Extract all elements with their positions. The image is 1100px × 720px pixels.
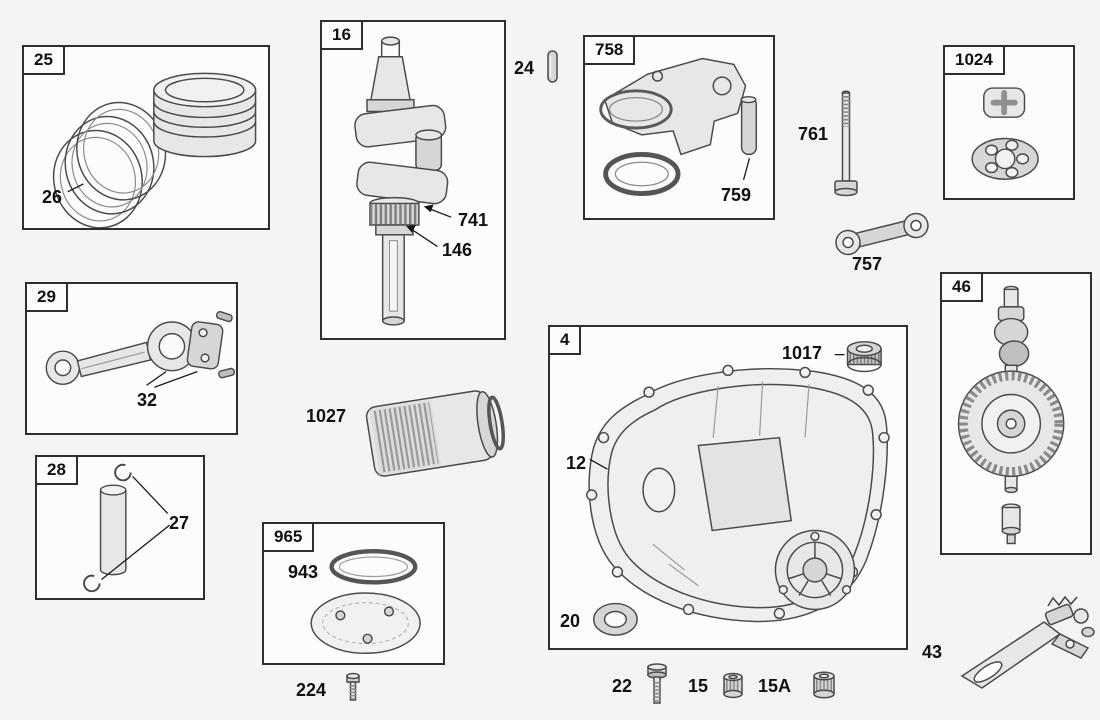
bracket-pin-label: 759 bbox=[721, 185, 752, 205]
panel-oil-sump: 4 bbox=[548, 325, 908, 650]
piston-rings-label: 26 bbox=[42, 187, 63, 207]
rod-cap-label: 32 bbox=[137, 390, 158, 410]
sump-nut-label: 1017 bbox=[782, 343, 823, 363]
panel-bracket: 758 759 bbox=[583, 35, 775, 220]
crankshaft-key-label: 146 bbox=[442, 240, 473, 260]
panel-crankshaft: 16 741 146 bbox=[320, 20, 506, 340]
oil-filter-label: 1027 bbox=[306, 406, 347, 426]
governor-link-label: 757 bbox=[852, 254, 883, 274]
dowel-pin-drawing bbox=[547, 50, 558, 83]
dowel-pin-label: 24 bbox=[514, 58, 535, 78]
oil-plug-drawing bbox=[723, 672, 743, 699]
oil-filter-drawing bbox=[365, 390, 505, 477]
panel-connecting-rod: 29 32 bbox=[25, 282, 238, 435]
panel-oil-pump: 1024 bbox=[943, 45, 1075, 200]
panel-piston-pin: 28 27 bbox=[35, 455, 205, 600]
panel-piston-pin-number: 28 bbox=[37, 457, 78, 485]
camshaft-drawing bbox=[957, 285, 1065, 545]
sump-seal-label: 20 bbox=[560, 611, 581, 631]
panel-oil-pump-number: 1024 bbox=[945, 47, 1005, 75]
connecting-rod-drawing bbox=[45, 310, 236, 388]
panel-camshaft-number: 46 bbox=[942, 274, 983, 302]
governor-assembly-drawing bbox=[960, 595, 1095, 689]
panel-camshaft: 46 bbox=[940, 272, 1092, 555]
panel-connecting-rod-number: 29 bbox=[27, 284, 68, 312]
piston-pin-drawing bbox=[83, 463, 170, 593]
screw-label: 224 bbox=[296, 680, 327, 700]
bracket-drawing bbox=[599, 57, 758, 196]
panel-piston-number: 25 bbox=[24, 47, 65, 75]
governor-assembly-label: 43 bbox=[922, 642, 943, 662]
panel-bracket-number: 758 bbox=[585, 37, 636, 65]
breather-drawing bbox=[310, 549, 421, 655]
drain-bolt-label: 22 bbox=[612, 676, 633, 696]
panel-breather-number: 965 bbox=[264, 524, 315, 552]
panel-crankshaft-number: 16 bbox=[322, 22, 363, 50]
panel-breather: 965 943 bbox=[262, 522, 445, 665]
screw-drawing bbox=[346, 672, 360, 701]
long-bolt-drawing bbox=[834, 90, 858, 197]
pin-retainer-label: 27 bbox=[169, 513, 190, 533]
long-bolt-label: 761 bbox=[798, 124, 829, 144]
oil-sump-drawing bbox=[586, 341, 890, 636]
sump-pan-label: 12 bbox=[566, 453, 587, 473]
governor-link-drawing bbox=[835, 212, 929, 256]
panel-oil-sump-number: 4 bbox=[550, 327, 582, 355]
panel-piston: 25 26 bbox=[22, 45, 270, 230]
oil-pump-drawing bbox=[971, 87, 1039, 180]
breather-gasket-label: 943 bbox=[288, 562, 319, 582]
piston-rings-drawing bbox=[52, 72, 257, 228]
drain-bolt-drawing bbox=[647, 663, 667, 704]
crankshaft-gear-label: 741 bbox=[458, 210, 489, 230]
crankshaft-drawing bbox=[354, 36, 452, 326]
oil-plug-a-drawing bbox=[813, 671, 835, 699]
oil-plug-label: 15 bbox=[688, 676, 709, 696]
oil-plug-a-label: 15A bbox=[758, 676, 792, 696]
